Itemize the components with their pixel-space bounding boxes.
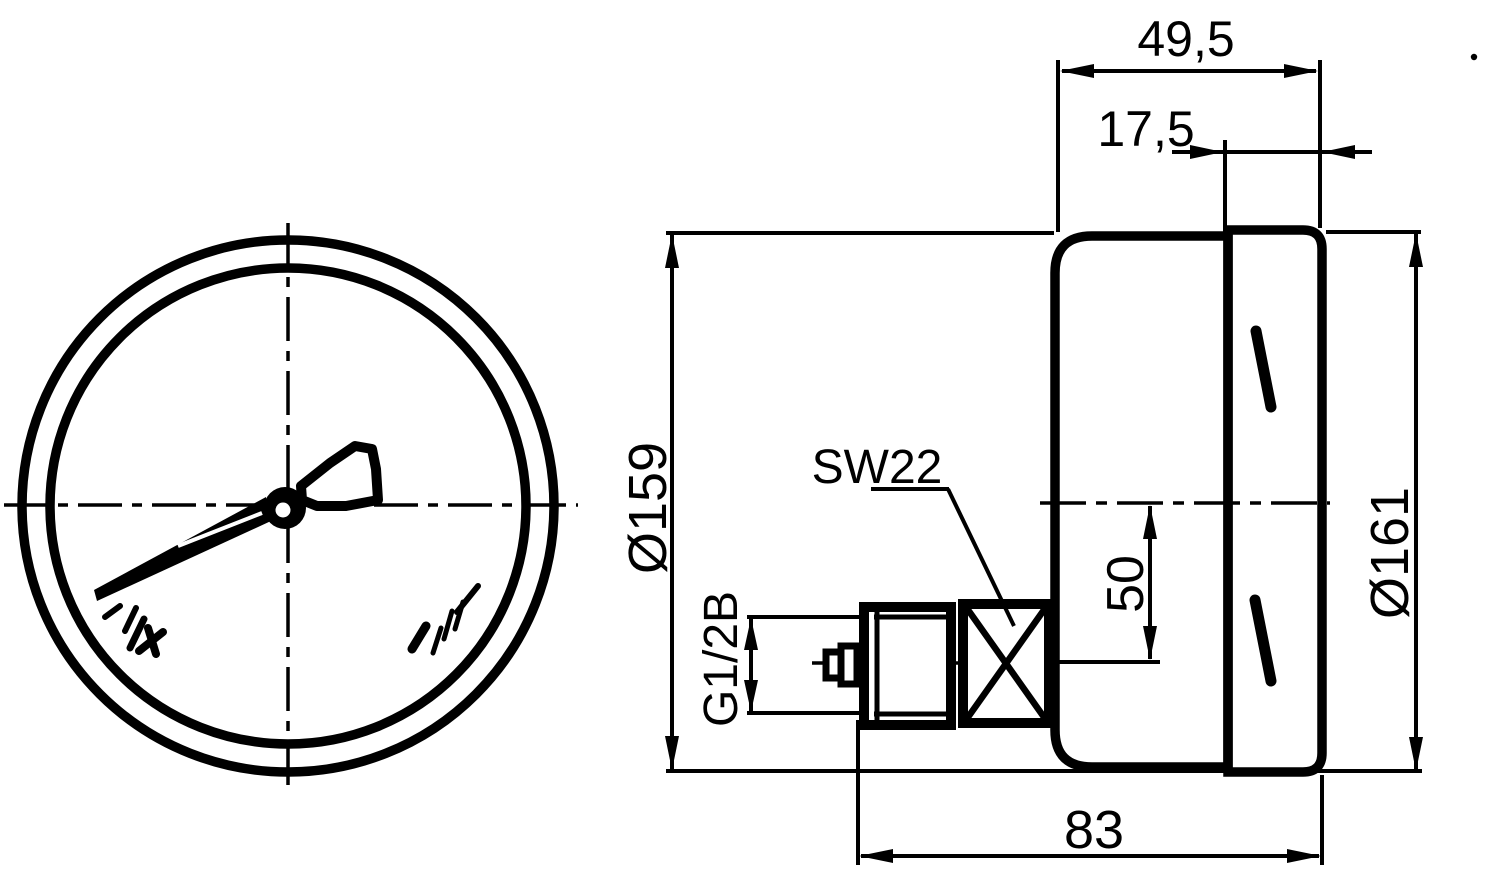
- bayonet-slot-mark: [1249, 594, 1277, 687]
- scale-tick: [430, 625, 444, 656]
- dim-arrow: [1143, 626, 1157, 660]
- scale-tick: [122, 605, 139, 634]
- bayonet-slot-mark: [1250, 325, 1277, 413]
- dimension-label-dia161: Ø161: [1360, 487, 1420, 619]
- bezel-ring: [1223, 225, 1327, 777]
- scale-tick: [454, 583, 481, 615]
- needle-shaft: [94, 497, 271, 601]
- dim-arrow: [665, 234, 679, 268]
- dim-arrow: [1060, 64, 1094, 78]
- stray-dot: [1470, 53, 1478, 61]
- dim-arrow: [744, 618, 758, 650]
- dimension-thread: G1/2B: [695, 591, 860, 727]
- process-connection: [822, 599, 1054, 730]
- callout-label-sw22: SW22: [812, 441, 943, 494]
- scale-marks-right: [407, 583, 481, 656]
- case-body: [1050, 231, 1233, 772]
- dim-arrow: [1409, 737, 1423, 771]
- dim-arrow: [1190, 145, 1223, 159]
- zero-stop-cross: [144, 624, 160, 658]
- dimension-label-83: 83: [1064, 800, 1124, 860]
- dimension-label-49-5: 49,5: [1137, 11, 1234, 67]
- dimension-case-diameter: Ø159: [618, 231, 1422, 773]
- dimension-label-50: 50: [1097, 555, 1155, 613]
- scale-tick: [102, 603, 123, 620]
- dimension-bezel-depth: 17,5: [1097, 101, 1372, 234]
- dimension-label-17-5: 17,5: [1097, 101, 1194, 157]
- front-view: [4, 223, 578, 789]
- needle-hub-hole: [275, 502, 291, 518]
- dim-arrow: [1143, 505, 1157, 539]
- dim-arrow: [1284, 64, 1318, 78]
- dimension-label-dia159: Ø159: [618, 442, 678, 574]
- wrench-flats-diagonal: [963, 605, 1049, 722]
- dimension-center-offset: 50: [1058, 505, 1160, 664]
- scale-tick: [441, 608, 455, 642]
- dim-arrow: [665, 736, 679, 770]
- dim-arrow: [1287, 849, 1321, 863]
- dimension-overall-depth: 49,5: [1056, 11, 1322, 232]
- dim-arrow: [1322, 145, 1355, 159]
- dim-arrow: [744, 680, 758, 712]
- dim-arrow: [859, 849, 893, 863]
- scale-tick: [126, 615, 148, 652]
- scale-tick: [407, 621, 431, 654]
- dimension-label-thread: G1/2B: [695, 591, 748, 727]
- dimension-front-diameter: Ø161: [1326, 230, 1423, 771]
- callout-wrench-size: SW22: [812, 441, 1016, 627]
- needle-counterweight: [296, 441, 383, 511]
- pointer-needle: [94, 441, 383, 601]
- dim-arrow: [1409, 233, 1423, 267]
- side-view: [812, 225, 1330, 777]
- needle-highlight: [177, 511, 263, 548]
- dimension-connection-depth: 83: [856, 720, 1324, 865]
- scale-marks-left: [102, 603, 167, 658]
- thread-tip-stub: [837, 642, 861, 688]
- leader-line: [946, 488, 1016, 627]
